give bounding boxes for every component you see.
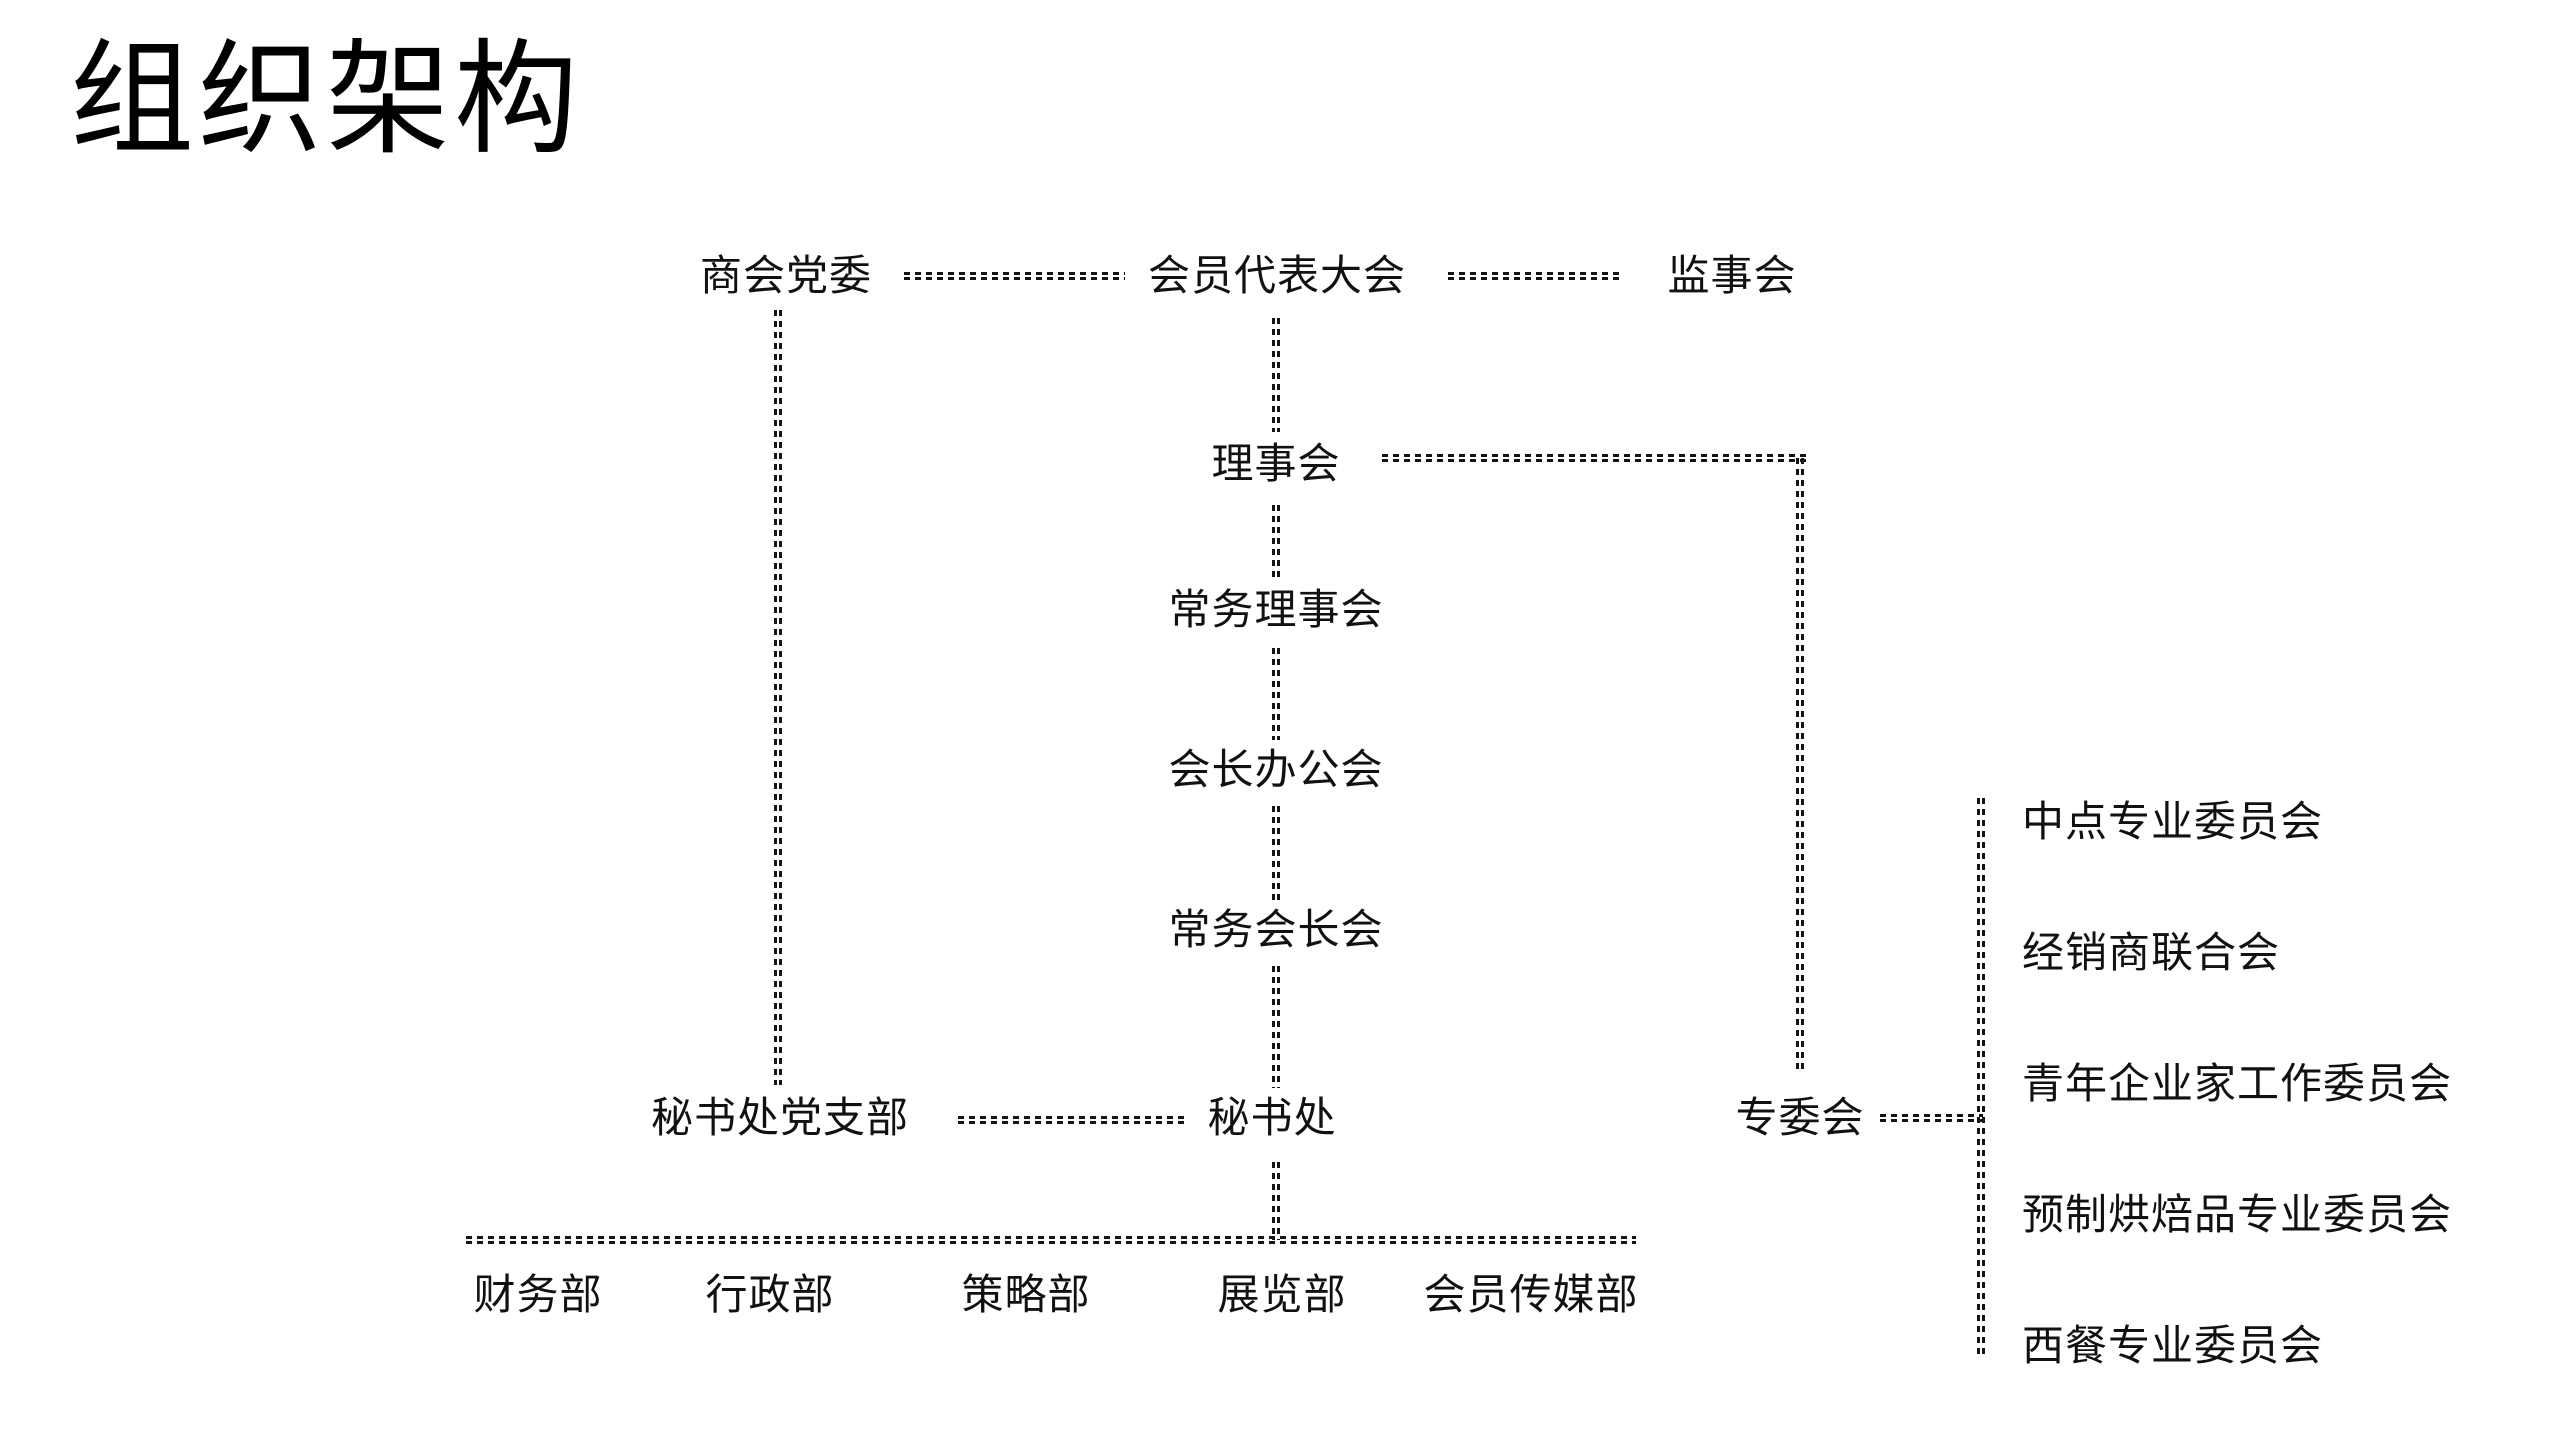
connector-hub-to-spine-line	[1880, 1114, 1983, 1122]
node-dept-exhibition: 展览部	[1217, 1271, 1347, 1318]
node-committee-chinese-pastry: 中点专业委员会	[2022, 798, 2324, 845]
node-standing-presidents: 常务会长会	[1168, 906, 1384, 953]
connector-congress-to-supervisory-line	[1448, 272, 1623, 280]
node-council: 理事会	[1211, 440, 1341, 487]
node-member-congress: 会员代表大会	[1147, 252, 1407, 299]
connector-elbow-to-hub-line	[1796, 458, 1804, 1072]
node-special-committees-hub: 专委会	[1735, 1094, 1865, 1141]
connector-congress-to-council-line	[1272, 318, 1280, 432]
connector-party-to-branch-line	[774, 310, 782, 1085]
connector-office-to-presidents-line	[1272, 806, 1280, 900]
node-secretariat-party-branch: 秘书处党支部	[650, 1094, 910, 1141]
connector-standing-to-office-line	[1272, 648, 1280, 740]
node-dept-member-media: 会员传媒部	[1423, 1271, 1639, 1318]
connector-party-to-congress-line	[904, 272, 1125, 280]
node-secretariat: 秘书处	[1207, 1094, 1337, 1141]
connector-council-to-elbow-line	[1382, 454, 1806, 462]
connector-presidents-to-secretariat-line	[1272, 966, 1280, 1088]
node-dept-strategy: 策略部	[961, 1271, 1091, 1318]
connector-committees-spine-line	[1977, 798, 1985, 1355]
connector-secretariat-to-bus-line	[1272, 1162, 1280, 1240]
node-party-committee: 商会党委	[699, 252, 873, 299]
node-committee-distributors: 经销商联合会	[2022, 929, 2281, 976]
node-standing-council: 常务理事会	[1168, 586, 1384, 633]
node-committee-western-cuisine: 西餐专业委员会	[2022, 1322, 2324, 1369]
node-committee-young-entrepreneurs: 青年企业家工作委员会	[2022, 1060, 2453, 1107]
node-dept-admin: 行政部	[705, 1271, 835, 1318]
node-supervisory-board: 监事会	[1667, 252, 1797, 299]
page-title: 组织架构	[70, 32, 583, 169]
connector-council-to-standing-line	[1272, 505, 1280, 582]
node-committee-premade-bakery: 预制烘焙品专业委员会	[2022, 1191, 2453, 1238]
connector-branch-to-secretariat-line	[958, 1116, 1185, 1124]
node-dept-finance: 财务部	[473, 1271, 603, 1318]
node-president-office: 会长办公会	[1168, 746, 1384, 793]
connector-departments-bus-line	[466, 1236, 1636, 1244]
